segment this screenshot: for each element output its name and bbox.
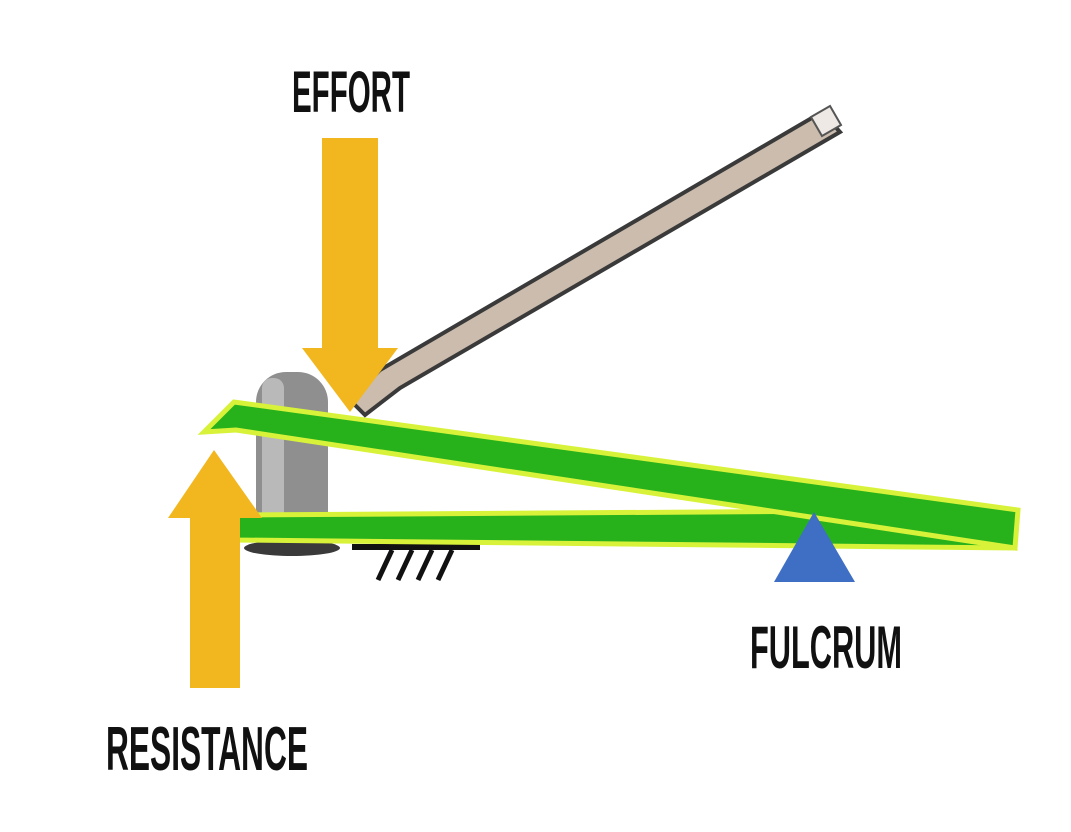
resistance-arrow-icon — [168, 450, 262, 688]
upper-jaw — [197, 399, 1021, 551]
clipper-handle — [347, 104, 844, 418]
effort-arrow-icon — [302, 138, 398, 412]
resistance-label: RESISTANCE — [106, 715, 308, 784]
fulcrum-label: FULCRUM — [750, 614, 902, 681]
effort-label: EFFORT — [292, 60, 410, 125]
ground-hatch-icon — [352, 544, 480, 582]
fulcrum-triangle-icon — [774, 512, 855, 582]
